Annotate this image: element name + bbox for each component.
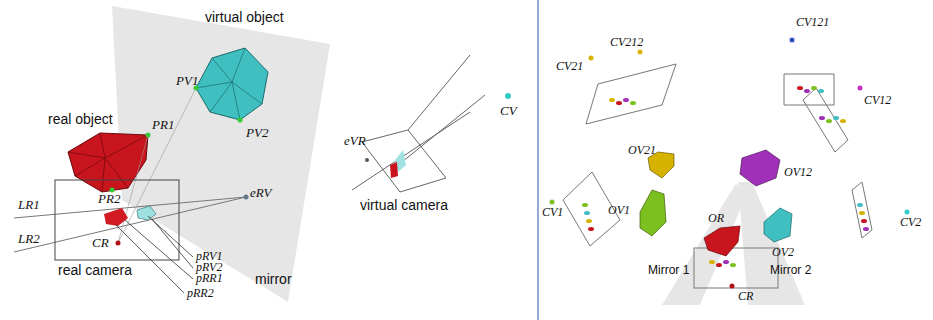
- symbol-label: eRV: [250, 186, 271, 200]
- symbol-label: CV212: [610, 36, 643, 49]
- symbol-label: OV1: [608, 204, 630, 217]
- symbol-label: CR: [738, 290, 753, 303]
- image-blob: [730, 263, 736, 267]
- symbol-label: CV121: [796, 16, 829, 29]
- image-blob: [861, 219, 867, 223]
- text-label: real object: [48, 112, 113, 127]
- image-blob: [797, 86, 803, 90]
- symbol-label: OV12: [784, 166, 812, 179]
- symbol-label: CV2: [900, 216, 921, 229]
- real-object: [68, 133, 148, 192]
- image-blob: [859, 211, 865, 215]
- symbol-label: CV: [500, 104, 517, 118]
- image-blob: [863, 227, 869, 231]
- symbol-label: OV21: [628, 144, 656, 157]
- image-blob: [811, 86, 817, 90]
- image-blob: [840, 119, 846, 123]
- image-blob: [818, 89, 824, 93]
- symbol-label: CV12: [864, 94, 891, 107]
- virtual-object: [196, 48, 268, 120]
- text-label: real camera: [58, 263, 132, 278]
- image-blob: [609, 98, 615, 102]
- image-blob: [804, 89, 810, 93]
- symbol-label: PV2: [246, 126, 268, 140]
- text-label: Mirror 1: [648, 264, 689, 277]
- image-blob: [833, 116, 839, 120]
- text-label: Mirror 2: [770, 264, 811, 277]
- image-blob: [616, 101, 622, 105]
- image-blob: [630, 101, 636, 105]
- image-blob: [709, 260, 715, 264]
- symbol-label: LR1: [18, 198, 40, 212]
- symbol-label: LR2: [18, 232, 40, 246]
- symbol-label: eVR: [344, 134, 366, 148]
- image-blob: [723, 260, 729, 264]
- symbol-label: OV2: [772, 246, 794, 259]
- image-blob: [588, 227, 594, 231]
- image-blob: [857, 203, 863, 207]
- image-blob: [586, 219, 592, 223]
- symbol-label: PR1: [152, 118, 174, 132]
- image-blob: [584, 211, 590, 215]
- text-label: mirror: [255, 272, 292, 287]
- image-blob: [716, 263, 722, 267]
- symbol-label: pRR2: [187, 287, 214, 300]
- text-label: virtual camera: [360, 198, 448, 213]
- symbol-label: CR: [92, 236, 109, 250]
- image-blob: [826, 119, 832, 123]
- symbol-label: PR2: [98, 192, 120, 206]
- image-blob: [582, 203, 588, 207]
- symbol-label: PV1: [176, 74, 198, 88]
- image-blob: [623, 98, 629, 102]
- symbol-label: OR: [708, 212, 724, 225]
- symbol-label: CV1: [542, 206, 563, 219]
- symbol-label: CV21: [556, 60, 583, 73]
- image-blob: [819, 116, 825, 120]
- symbol-label: pRR1: [196, 272, 223, 285]
- text-label: virtual object: [205, 10, 284, 25]
